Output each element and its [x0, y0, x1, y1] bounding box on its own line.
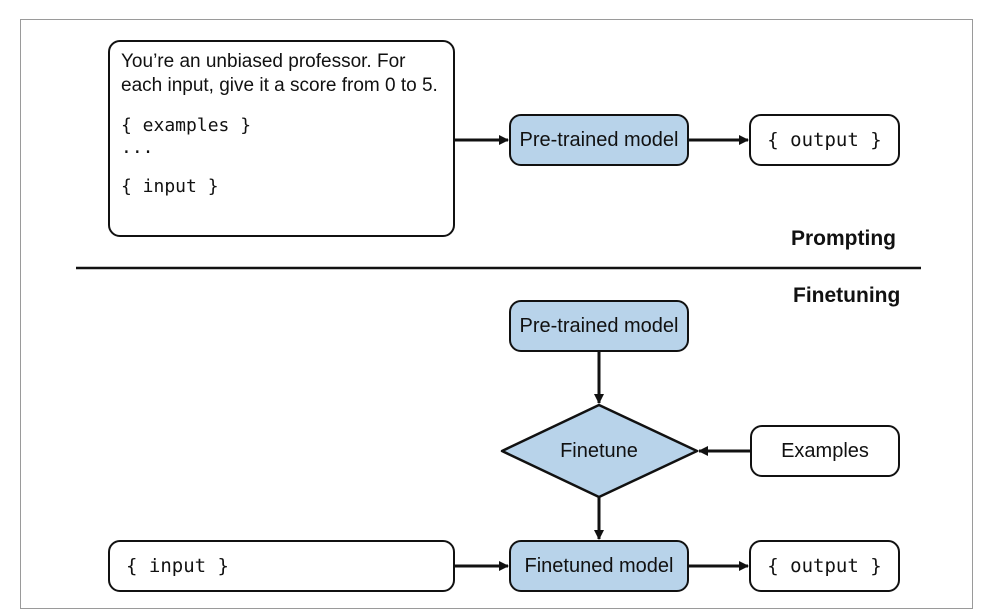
finetuning-output-node: { output }: [749, 540, 900, 592]
finetuned-model-label: Finetuned model: [524, 554, 674, 577]
finetuning-pretrained-model-node: Pre-trained model: [509, 300, 689, 352]
prompting-pretrained-model-node: Pre-trained model: [509, 114, 689, 166]
prompting-output-node: { output }: [749, 114, 900, 166]
finetune-label: Finetune: [560, 439, 638, 462]
prompt-instruction: You’re an unbiased professor. For each i…: [121, 51, 438, 96]
finetuning-input-label: { input }: [126, 555, 229, 577]
prompting-section-label: Prompting: [791, 227, 896, 250]
finetuned-model-node: Finetuned model: [509, 540, 689, 592]
prompting-pretrained-model-label: Pre-trained model: [519, 128, 679, 151]
prompt-input: { input }: [121, 176, 219, 197]
prompt-examples: { examples }: [121, 115, 252, 136]
prompting-output-label: { output }: [767, 129, 882, 151]
finetuning-output-label: { output }: [767, 555, 882, 577]
prompt-ellipsis: ...: [121, 137, 154, 158]
finetuning-input-node: { input }: [108, 540, 455, 592]
examples-label: Examples: [781, 439, 869, 462]
finetuning-pretrained-model-label: Pre-trained model: [519, 314, 679, 337]
prompt-box: You’re an unbiased professor. For each i…: [108, 40, 455, 237]
finetuning-section-label: Finetuning: [793, 284, 901, 307]
examples-node: Examples: [750, 425, 900, 477]
